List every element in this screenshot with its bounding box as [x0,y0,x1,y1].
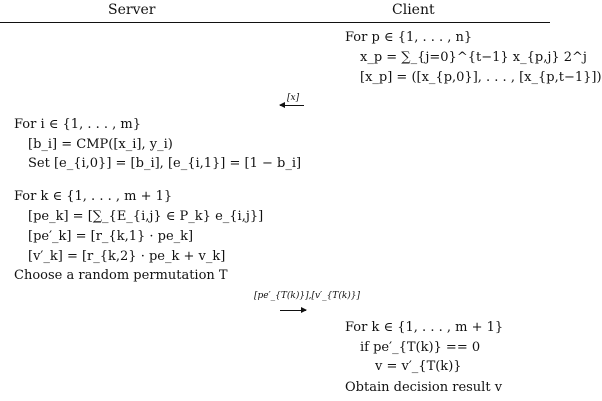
client-if-line: if pe′_{T(k)} == 0 [360,340,481,355]
client-column-heading: Client [392,2,435,18]
server-pe-sum: [pe_k] = [∑_{E_{i,j} ∈ P_k} e_{i,j}] [28,209,264,224]
client-result: Obtain decision result v [345,380,503,395]
server-v-prime: [v′_k] = [r_{k,2} · pe_k + v_k] [28,249,226,264]
client-xp-bits: [x_p] = ([x_{p,0}], . . . , [x_{p,t−1}]) [360,70,602,85]
client-loop-k: For k ∈ {1, . . . , m + 1} [345,320,504,335]
arrow1-label: [x] [287,93,300,103]
client-loop-p: For p ∈ {1, . . . , n} [345,30,473,45]
arrow2-label: [pe′_{T(k)}],[v′_{T(k)}] [254,291,361,301]
server-pe-prime: [pe′_k] = [r_{k,1} · pe_k] [28,229,194,244]
arrow-to-client-icon [280,307,307,313]
server-column-heading: Server [108,2,156,18]
server-cmp-line: [b_i] = CMP([x_i], y_i) [28,137,173,152]
arrow-to-server-icon [279,102,304,108]
header-rule [0,22,550,23]
server-permutation: Choose a random permutation T [14,268,228,283]
server-set-line: Set [e_{i,0}] = [b_i], [e_{i,1}] = [1 − … [28,156,302,171]
server-loop-i: For i ∈ {1, . . . , m} [14,117,141,132]
server-loop-k: For k ∈ {1, . . . , m + 1} [14,189,173,204]
client-xp-sum: x_p = ∑_{j=0}^{t−1} x_{p,j} 2^j [360,50,587,65]
client-assign-v: v = v′_{T(k)} [375,359,462,374]
